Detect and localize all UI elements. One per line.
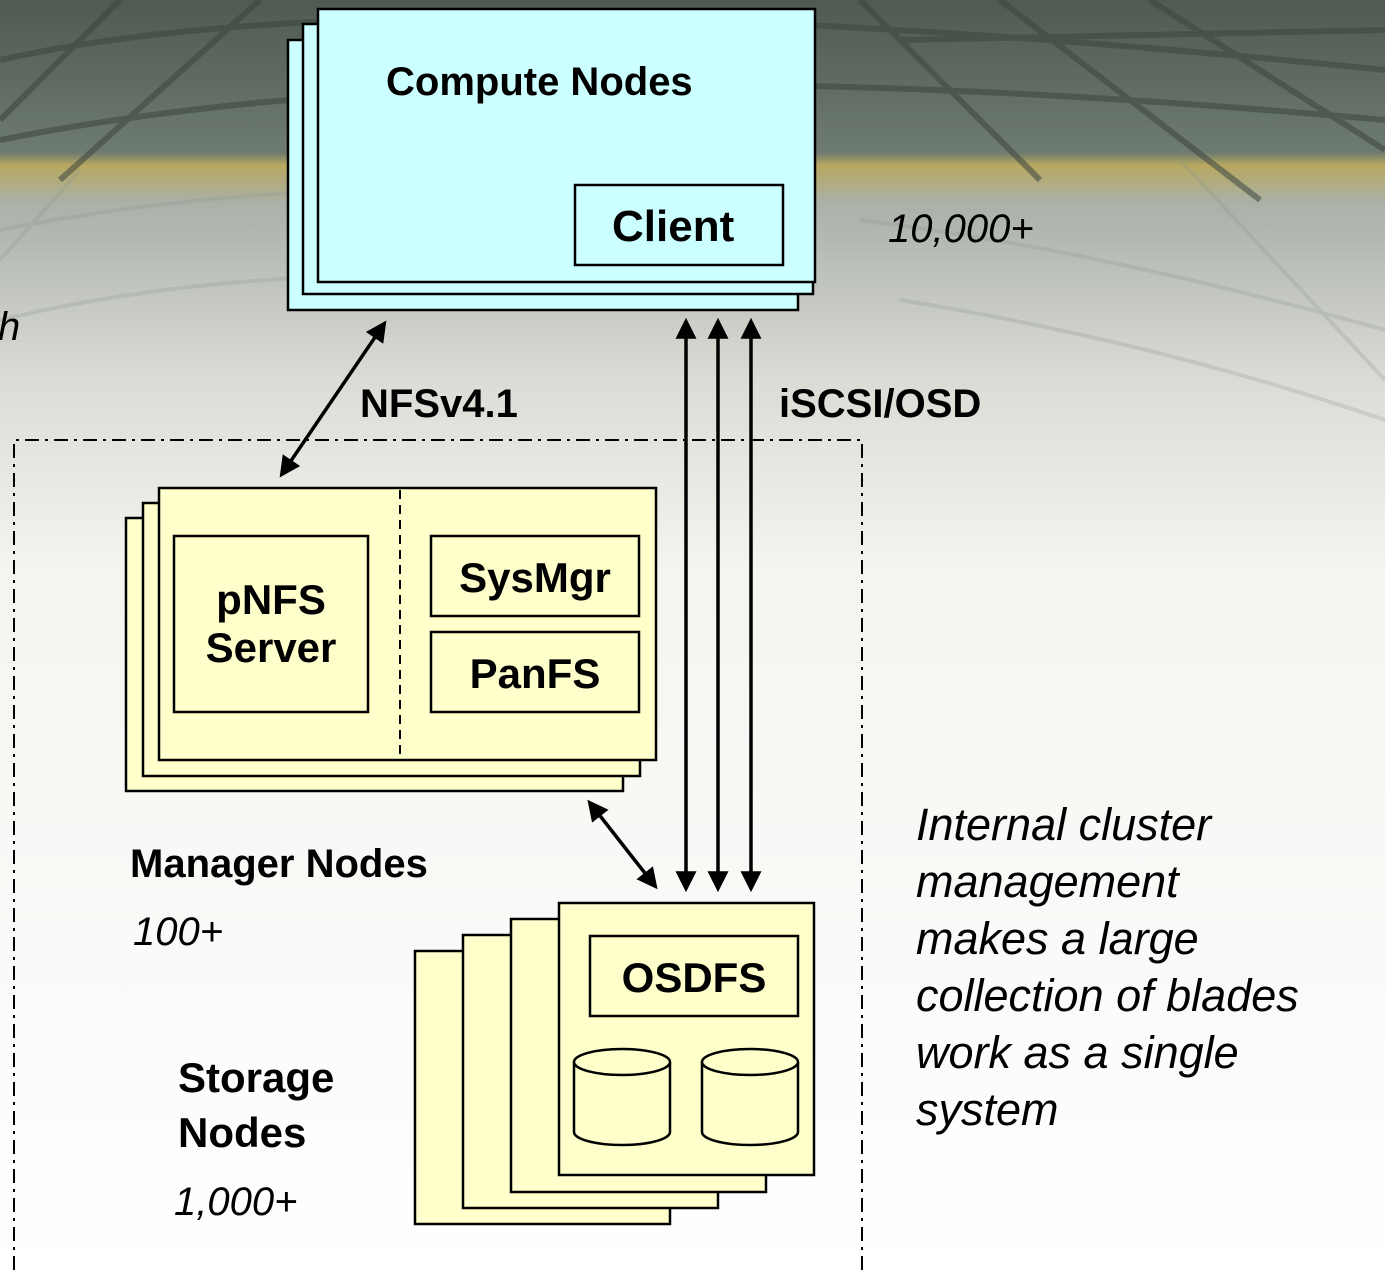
note-line: management (916, 856, 1179, 907)
storage-nodes-title: Storage Nodes (178, 1050, 334, 1160)
pnfs-server-label: pNFS Server (174, 576, 368, 672)
compute-nodes-title: Compute Nodes (386, 60, 693, 104)
note-line: makes a large (916, 913, 1199, 964)
manager-storage-arrow (587, 799, 658, 890)
note-line: system (916, 1084, 1059, 1135)
compute-count: 10,000+ (888, 207, 1034, 251)
sysmgr-box (429, 534, 641, 618)
cut-off-text: h (0, 305, 21, 349)
pnfs-server-box (172, 534, 370, 714)
note-line: collection of blades (916, 970, 1299, 1021)
cluster-note: Internal cluster management makes a larg… (916, 796, 1299, 1138)
iscsi-label: iSCSI/OSD (779, 382, 982, 426)
sysmgr-label: SysMgr (459, 554, 611, 601)
nodes-line: Nodes (178, 1109, 307, 1156)
note-line: work as a single (916, 1027, 1239, 1078)
client-box (573, 183, 785, 267)
osdfs-label: OSDFS (621, 954, 767, 1001)
storage-count: 1,000+ (174, 1180, 298, 1224)
pnfs-line: pNFS (216, 576, 326, 623)
manager-count: 100+ (133, 910, 224, 954)
osdfs-box (588, 934, 800, 1018)
note-line: Internal cluster (916, 799, 1212, 850)
manager-nodes-title: Manager Nodes (130, 842, 428, 886)
storage-line: Storage (178, 1054, 335, 1101)
disk-icon (572, 1047, 672, 1147)
panfs-box (429, 630, 641, 714)
disk-icon (700, 1047, 800, 1147)
nfs-label: NFSv4.1 (360, 382, 518, 426)
nfs-arrow (279, 320, 387, 478)
panfs-label: PanFS (469, 650, 601, 697)
server-line: Server (205, 624, 337, 671)
client-label: Client (612, 202, 735, 251)
manager-nodes-stack (124, 486, 658, 793)
cluster-boundary (13, 439, 863, 1270)
compute-nodes-stack (286, 7, 817, 312)
